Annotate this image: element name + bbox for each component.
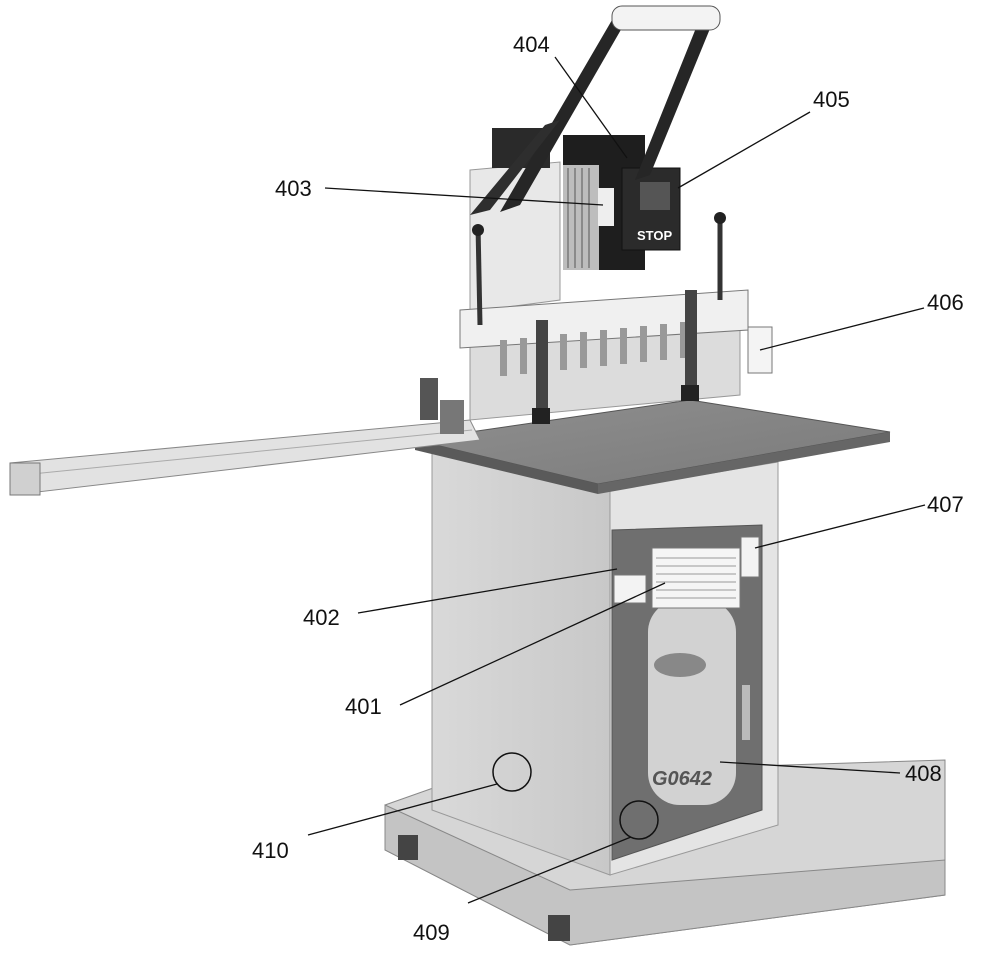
- marker-circle-410: [492, 752, 532, 792]
- leader-402: [357, 568, 618, 614]
- label-403: [598, 188, 614, 226]
- callout-labels: 404 405 403 406 407 402 401 408 410 409: [252, 32, 964, 945]
- door-window: [648, 600, 736, 805]
- leader-405: [677, 111, 811, 189]
- marker-circle-409: [619, 800, 659, 840]
- leader-406: [759, 307, 925, 351]
- label-401: [651, 547, 741, 609]
- callout-405: 405: [813, 87, 850, 112]
- model-number-text: G0642: [652, 768, 712, 790]
- cabinet-side: [431, 447, 611, 876]
- callout-407: 407: [927, 492, 964, 517]
- leader-407: [754, 504, 926, 549]
- head-back-plate: [469, 161, 561, 313]
- callout-410: 410: [252, 838, 289, 863]
- lever-handle: [470, 5, 721, 215]
- leader-401: [399, 582, 666, 706]
- callout-404: 404: [513, 32, 550, 57]
- callout-402: 402: [303, 605, 340, 630]
- callout-409: 409: [413, 920, 450, 945]
- leader-408: [719, 761, 901, 774]
- label-402: [613, 574, 647, 604]
- leader-410: [307, 783, 498, 836]
- hold-down-right: [681, 290, 699, 401]
- brand-logo: [654, 653, 706, 677]
- callout-403: 403: [275, 176, 312, 201]
- clamp-handle-right: [714, 212, 726, 300]
- label-407: [740, 536, 760, 578]
- machine-illustration: G0642: [9, 5, 946, 946]
- fence-arm: [9, 378, 481, 496]
- callout-408: 408: [905, 761, 942, 786]
- stop-switch-text: STOP: [637, 228, 672, 243]
- leader-403: [324, 187, 604, 206]
- callout-406: 406: [927, 290, 964, 315]
- clamp-handle-left: [472, 224, 484, 326]
- leader-404: [554, 56, 628, 159]
- hold-down-left: [532, 320, 550, 424]
- label-406: [747, 326, 773, 374]
- callout-401: 401: [345, 694, 382, 719]
- switch-box: STOP: [621, 167, 681, 251]
- leader-409: [467, 836, 632, 904]
- door-latch: [742, 685, 750, 740]
- leader-lines: [307, 56, 926, 904]
